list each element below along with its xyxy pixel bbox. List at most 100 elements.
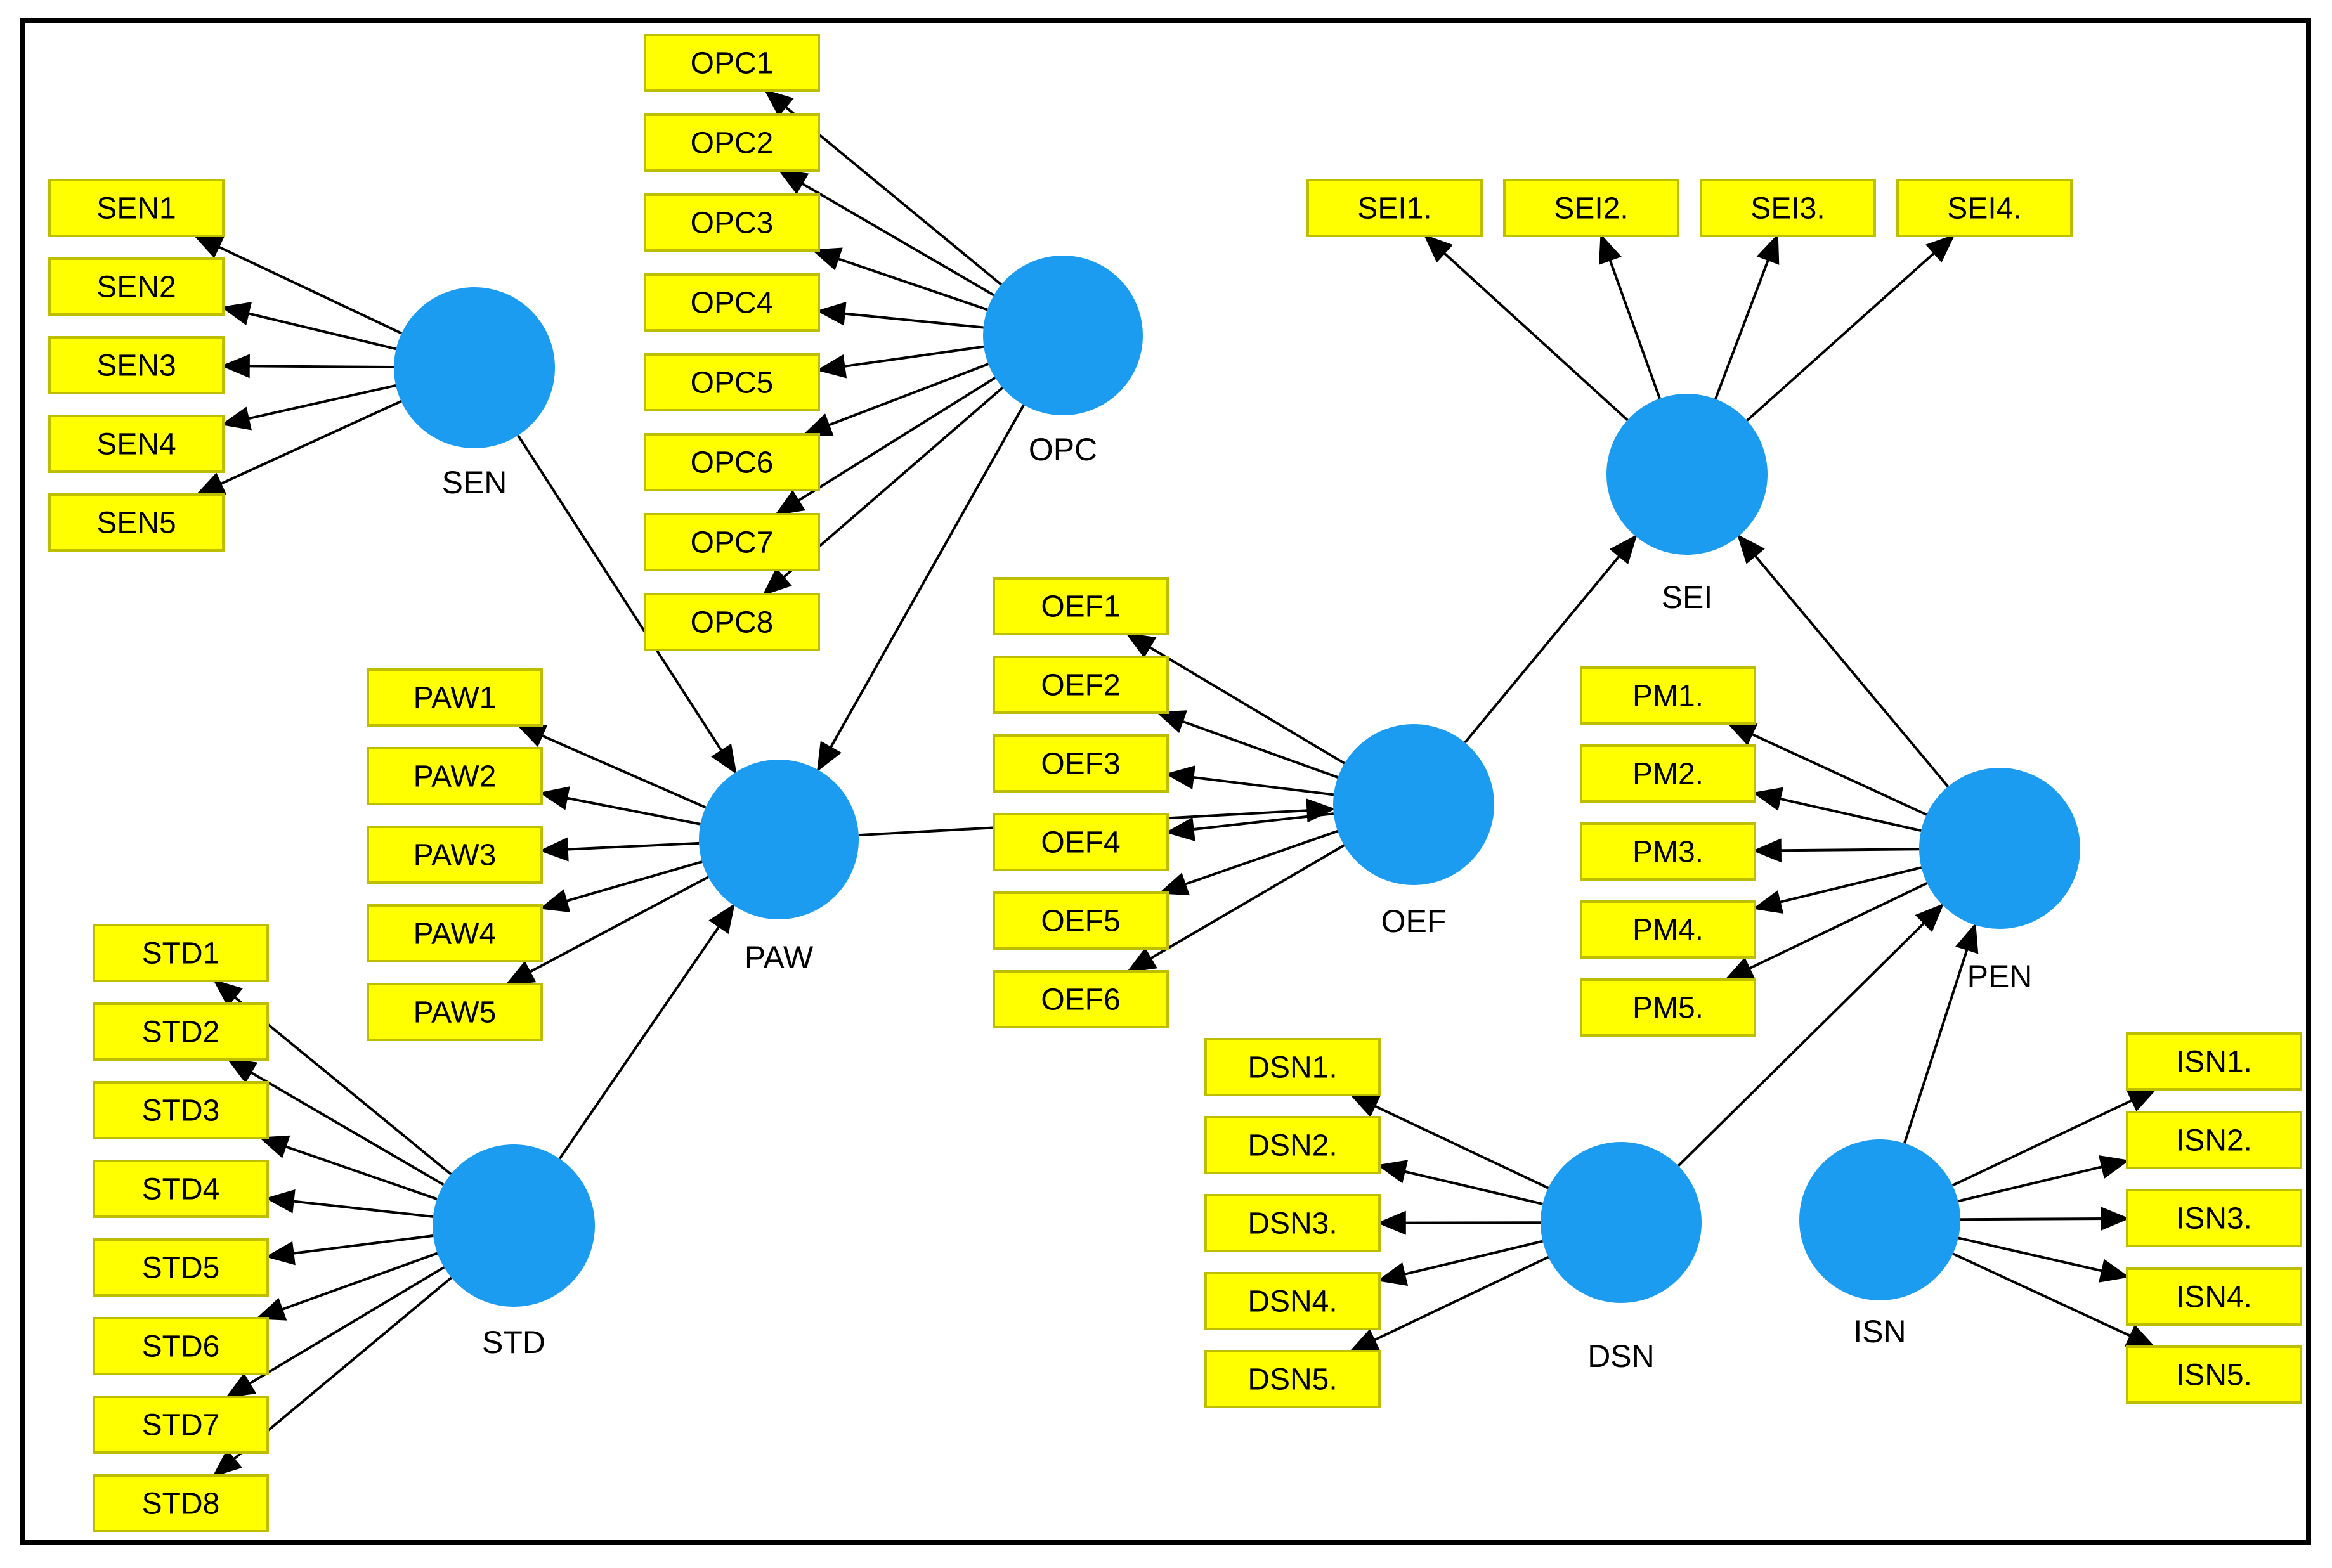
indicator-box-dsn3[interactable] [1204, 1194, 1381, 1252]
indicator-box-opc7[interactable] [644, 513, 820, 571]
indicator-box-std6[interactable] [93, 1317, 269, 1375]
indicator-box-pm1[interactable] [1580, 666, 1756, 725]
construct-circle-pen[interactable] [1919, 768, 2080, 929]
indicator-box-pm2[interactable] [1580, 744, 1756, 803]
construct-circle-sen[interactable] [394, 287, 555, 448]
indicator-label-std4: STD4 [142, 1173, 220, 1207]
construct-circle-sei[interactable] [1606, 394, 1768, 555]
construct-circle-dsn[interactable] [1541, 1142, 1702, 1303]
indicator-box-oef5[interactable] [993, 891, 1169, 950]
indicator-box-oef3[interactable] [993, 734, 1169, 793]
indicator-box-opc4[interactable] [644, 273, 820, 332]
indicator-box-std3[interactable] [93, 1081, 269, 1139]
construct-circle-opc[interactable] [983, 256, 1143, 415]
indicator-label-paw5: PAW5 [414, 996, 497, 1030]
measurement-arrow-opc-opc5 [816, 345, 984, 379]
construct-label-oef: OEF [1381, 904, 1447, 939]
indicator-label-opc6: OPC6 [691, 446, 774, 480]
indicator-box-paw3[interactable] [367, 826, 543, 884]
indicator-box-pm3[interactable] [1580, 822, 1756, 881]
measurement-arrow-paw-paw5 [505, 876, 709, 985]
indicator-label-dsn1: DSN1. [1247, 1051, 1337, 1085]
path-arrow-dsn-pen [1677, 903, 1944, 1167]
indicator-label-std7: STD7 [142, 1409, 220, 1442]
indicator-box-isn4[interactable] [2126, 1267, 2302, 1326]
indicator-box-opc8[interactable] [644, 593, 820, 651]
indicator-box-dsn5[interactable] [1204, 1350, 1381, 1408]
indicator-box-sei1[interactable] [1306, 179, 1483, 237]
indicator-box-std5[interactable] [93, 1238, 269, 1297]
indicator-box-opc2[interactable] [644, 113, 820, 172]
indicator-box-opc3[interactable] [644, 193, 820, 252]
indicator-label-isn4: ISN4. [2176, 1281, 2252, 1314]
measurement-arrow-std-std3 [259, 1135, 438, 1200]
indicator-label-oef5: OEF5 [1041, 905, 1120, 938]
indicator-box-opc6[interactable] [644, 433, 820, 491]
indicator-box-std8[interactable] [93, 1474, 269, 1532]
indicator-label-opc4: OPC4 [691, 287, 774, 320]
construct-circle-isn[interactable] [1799, 1139, 1960, 1300]
indicator-box-std2[interactable] [93, 1002, 269, 1061]
indicator-label-std1: STD1 [142, 937, 220, 971]
indicator-box-isn5[interactable] [2126, 1345, 2302, 1404]
measurement-arrow-dsn-dsn1 [1349, 1094, 1549, 1189]
measurement-arrow-sei-sei1 [1423, 234, 1629, 421]
indicator-box-sei3[interactable] [1700, 179, 1876, 237]
indicator-label-opc8: OPC8 [691, 606, 774, 640]
indicator-box-oef2[interactable] [993, 656, 1169, 714]
indicator-box-paw5[interactable] [367, 983, 543, 1041]
indicator-box-isn1[interactable] [2126, 1032, 2302, 1091]
indicator-box-opc1[interactable] [644, 34, 820, 92]
indicator-box-pm4[interactable] [1580, 900, 1756, 959]
indicator-box-dsn1[interactable] [1204, 1038, 1381, 1096]
indicator-label-oef2: OEF2 [1041, 669, 1120, 703]
indicator-box-sen4[interactable] [48, 415, 225, 473]
indicator-label-sei1: SEI1. [1357, 192, 1431, 226]
indicator-label-oef3: OEF3 [1041, 748, 1120, 781]
measurement-arrow-pen-pm3 [1752, 838, 1920, 863]
indicator-box-dsn4[interactable] [1204, 1272, 1381, 1330]
indicator-box-opc5[interactable] [644, 353, 820, 411]
indicator-label-sen4: SEN4 [96, 428, 176, 462]
indicator-label-oef1: OEF1 [1041, 590, 1120, 624]
indicator-label-std6: STD6 [142, 1330, 220, 1364]
indicator-box-oef6[interactable] [993, 970, 1169, 1028]
indicator-box-isn3[interactable] [2126, 1189, 2302, 1247]
indicator-box-oef1[interactable] [993, 577, 1169, 635]
indicator-label-pm1: PM1. [1632, 680, 1703, 713]
indicator-box-std7[interactable] [93, 1396, 269, 1454]
indicator-label-isn1: ISN1. [2176, 1046, 2252, 1079]
measurement-arrow-sen-sen3 [221, 354, 394, 379]
indicator-box-paw4[interactable] [367, 904, 543, 962]
construct-circle-paw[interactable] [699, 760, 859, 919]
indicator-box-sen1[interactable] [48, 179, 225, 237]
construct-circle-oef[interactable] [1333, 724, 1494, 885]
path-arrow-pen-sei [1736, 534, 1950, 787]
indicator-box-sen5[interactable] [48, 493, 225, 552]
indicator-label-oef6: OEF6 [1041, 983, 1120, 1017]
measurement-arrow-sei-sei2 [1599, 233, 1661, 399]
measurement-arrow-std-std4 [265, 1189, 433, 1218]
indicator-box-oef4[interactable] [993, 813, 1169, 871]
indicator-box-paw1[interactable] [367, 668, 543, 727]
measurement-arrow-std-std2 [226, 1058, 445, 1186]
indicator-box-sen3[interactable] [48, 336, 225, 394]
construct-circle-std[interactable] [433, 1144, 595, 1307]
indicator-box-sei2[interactable] [1503, 179, 1679, 237]
measurement-arrow-oef-oef2 [1156, 710, 1339, 779]
indicator-box-std4[interactable] [93, 1160, 269, 1218]
indicator-box-paw2[interactable] [367, 747, 543, 805]
indicator-label-opc7: OPC7 [691, 526, 774, 560]
indicator-label-std3: STD3 [142, 1094, 220, 1128]
indicator-box-pm5[interactable] [1580, 978, 1756, 1037]
indicator-box-isn2[interactable] [2126, 1111, 2302, 1169]
indicator-box-dsn2[interactable] [1204, 1116, 1381, 1174]
indicator-box-std1[interactable] [93, 924, 269, 982]
indicator-box-sei4[interactable] [1896, 179, 2073, 237]
construct-label-isn: ISN [1853, 1314, 1906, 1349]
indicator-label-dsn4: DSN4. [1247, 1285, 1337, 1319]
indicator-label-sei3: SEI3. [1750, 192, 1825, 226]
measurement-arrow-sen-sen5 [195, 400, 402, 496]
measurement-arrow-oef-oef3 [1165, 765, 1334, 796]
indicator-box-sen2[interactable] [48, 257, 225, 316]
